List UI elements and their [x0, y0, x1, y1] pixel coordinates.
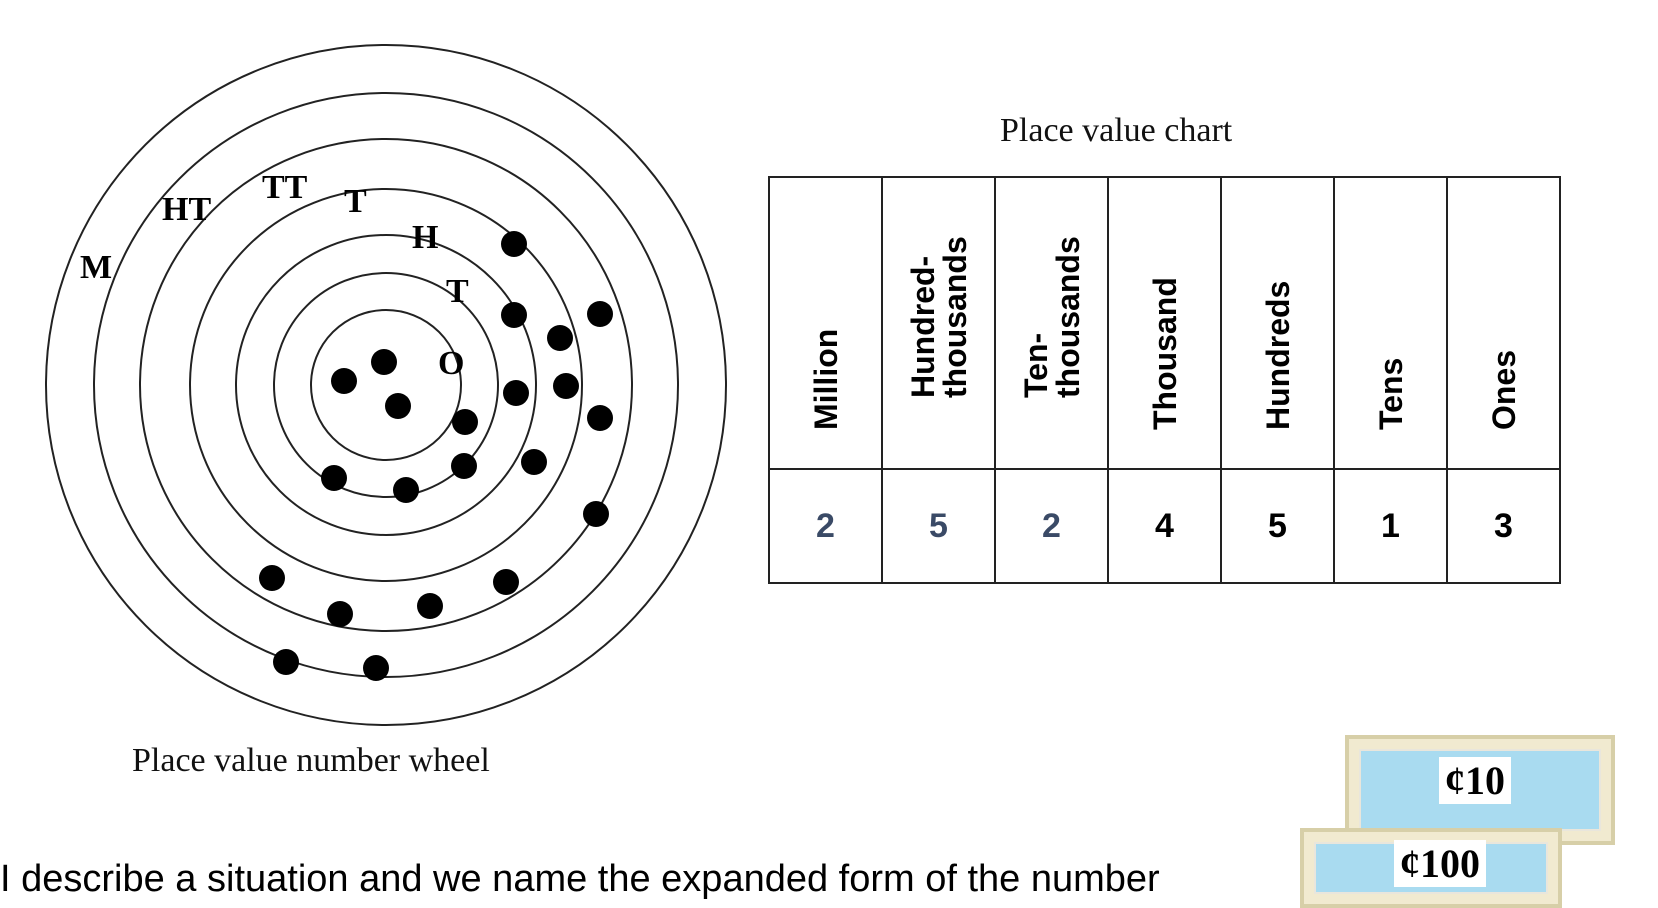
wheel-caption: Place value number wheel: [132, 742, 490, 779]
header-cell-hundred-thousands: Hundred- thousands: [881, 176, 996, 470]
header-cell-hundreds: Hundreds: [1220, 176, 1335, 470]
value-cell-tens: 1: [1333, 468, 1448, 584]
ring-hundreds: [235, 234, 537, 536]
counter-million: [273, 649, 299, 675]
counter-hundred-thousands: [493, 569, 519, 595]
counter-thousands: [521, 449, 547, 475]
counter-hundred-thousands: [583, 501, 609, 527]
header-label: Tens: [1372, 357, 1409, 430]
place-value-table: Million Hundred- thousands Ten- thousand…: [768, 176, 1561, 584]
counter-hundreds: [503, 380, 529, 406]
ring-thousands: [189, 188, 583, 582]
counter-ones: [385, 393, 411, 419]
value-cell-thousand: 4: [1107, 468, 1222, 584]
ring-ones: [310, 309, 462, 461]
ring-ten-thousands: [139, 138, 633, 632]
header-cell-tens: Tens: [1333, 176, 1448, 470]
chart-title: Place value chart: [1000, 112, 1233, 149]
header-label: Hundreds: [1259, 280, 1296, 430]
value-row: 2 5 2 4 5 1 3: [768, 468, 1561, 584]
ring-label-ones: O: [438, 345, 464, 382]
counter-thousands: [547, 325, 573, 351]
counter-hundred-thousands: [259, 565, 285, 591]
counter-hundreds: [451, 453, 477, 479]
header-cell-thousand: Thousand: [1107, 176, 1222, 470]
counter-hundreds: [393, 477, 419, 503]
banknote-amount: ¢100: [1394, 840, 1486, 887]
banknote-amount: ¢10: [1439, 757, 1511, 804]
value-cell-ten-thousands: 2: [994, 468, 1109, 584]
header-label: Ten- thousands: [1017, 236, 1086, 398]
header-label: Million: [807, 328, 844, 430]
counter-hundreds: [321, 465, 347, 491]
ring-label-hundred-thousands: HT: [162, 191, 211, 228]
instruction-text: I describe a situation and we name the e…: [0, 858, 1160, 900]
counter-ten-thousands: [587, 405, 613, 431]
ring-label-hundreds: H: [412, 219, 438, 256]
counter-ten-thousands: [587, 301, 613, 327]
counter-hundred-thousands: [417, 593, 443, 619]
header-label: Hundred- thousands: [904, 236, 973, 398]
counter-million: [363, 655, 389, 681]
ring-million: [45, 44, 727, 726]
header-cell-ten-thousands: Ten- thousands: [994, 176, 1109, 470]
value-cell-million: 2: [768, 468, 883, 584]
counter-thousands: [501, 231, 527, 257]
header-label: Thousand: [1146, 277, 1183, 430]
counter-hundreds: [501, 302, 527, 328]
ring-hundred-thousands: [93, 92, 679, 678]
header-cell-million: Million: [768, 176, 883, 470]
ring-label-million: M: [80, 249, 112, 286]
place-value-wheel: M HT TT T H T O: [45, 44, 727, 726]
ring-label-thousands: T: [344, 183, 367, 220]
value-cell-hundred-thousands: 5: [881, 468, 996, 584]
counter-thousands: [553, 373, 579, 399]
ring-tens: [273, 272, 499, 498]
header-row: Million Hundred- thousands Ten- thousand…: [768, 176, 1561, 470]
value-cell-ones: 3: [1446, 468, 1561, 584]
header-cell-ones: Ones: [1446, 176, 1561, 470]
counter-ones: [331, 368, 357, 394]
ring-label-ten-thousands: TT: [262, 169, 308, 206]
banknote-100-cedis: ¢100: [1300, 828, 1562, 908]
counter-hundred-thousands: [327, 601, 353, 627]
counter-ones: [371, 349, 397, 375]
header-label: Ones: [1485, 349, 1522, 430]
ring-label-tens: T: [446, 273, 469, 310]
counter-tens: [452, 409, 478, 435]
value-cell-hundreds: 5: [1220, 468, 1335, 584]
